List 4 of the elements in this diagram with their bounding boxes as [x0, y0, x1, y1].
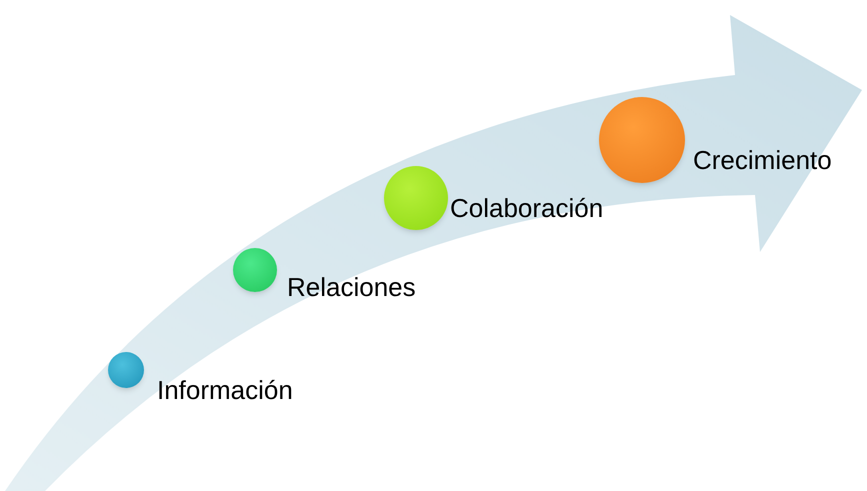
stage-label: Crecimiento: [693, 147, 832, 173]
stage-label: Relaciones: [287, 274, 416, 300]
stage-label: Colaboración: [450, 195, 604, 221]
stage-label: Información: [157, 377, 293, 403]
